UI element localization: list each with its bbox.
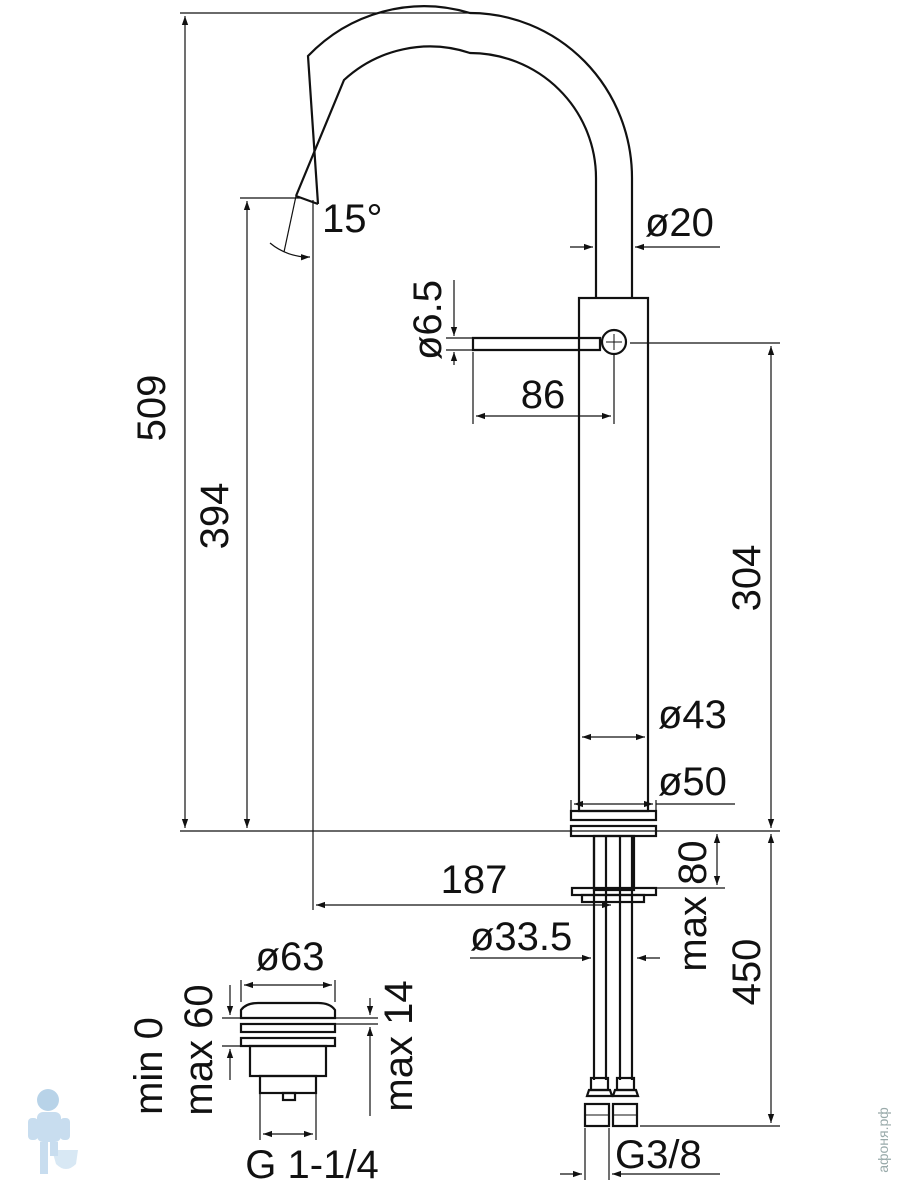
drain-outlet	[281, 1091, 297, 1102]
threaded-shank	[592, 834, 636, 892]
drain-cap	[239, 1001, 337, 1020]
spout-tip	[295, 194, 319, 206]
dim-spout-height: 394	[193, 483, 237, 550]
faucet-dimensions: 509 394 15° ø20 ø6.5 86 304 ø43	[130, 12, 780, 1180]
faucet-outline	[294, 5, 658, 1128]
dim-drain-thread: G 1-1/4	[245, 1143, 378, 1187]
dim-spout-reach: 187	[441, 858, 508, 902]
lever-handle	[471, 336, 602, 352]
dim-hose-thread: G3/8	[615, 1133, 702, 1177]
drain-ring	[239, 1036, 337, 1048]
drain-flange	[239, 1022, 337, 1034]
fixing-nut	[580, 893, 646, 904]
dim-min-label: min 0	[127, 1017, 171, 1115]
dim-cap-diameter: ø63	[256, 935, 325, 979]
drain-thread	[258, 1074, 318, 1095]
plumber-mascot-logo	[28, 1089, 78, 1174]
dim-lever-diameter: ø6.5	[406, 280, 450, 360]
dim-total-height: 509	[130, 375, 174, 442]
spout-outer	[294, 45, 598, 298]
dim-spout-angle: 15°	[322, 197, 383, 241]
watermark-text: афоня.рф	[875, 1107, 891, 1173]
dim-lever-length: 86	[521, 373, 566, 417]
dim-spout-diameter: ø20	[645, 201, 714, 245]
dim-base-diameter: ø50	[658, 760, 727, 804]
dim-max-14: max 14	[377, 980, 421, 1111]
dim-max-deck-thickness: max 80	[671, 840, 715, 971]
waste-drain	[239, 1001, 337, 1102]
dim-shank-diameter: ø33.5	[470, 915, 572, 959]
waste-dimensions: ø63 min 0 max 60 max 14 G 1-1/4	[127, 935, 421, 1187]
spout-inner	[306, 5, 634, 298]
dim-max-label: max 60	[177, 984, 221, 1115]
dim-body-diameter: ø43	[658, 693, 727, 737]
drain-body	[248, 1044, 328, 1078]
dim-body-height: 304	[725, 545, 769, 612]
base-collar	[569, 809, 658, 822]
dim-hose-length: 450	[725, 939, 769, 1006]
